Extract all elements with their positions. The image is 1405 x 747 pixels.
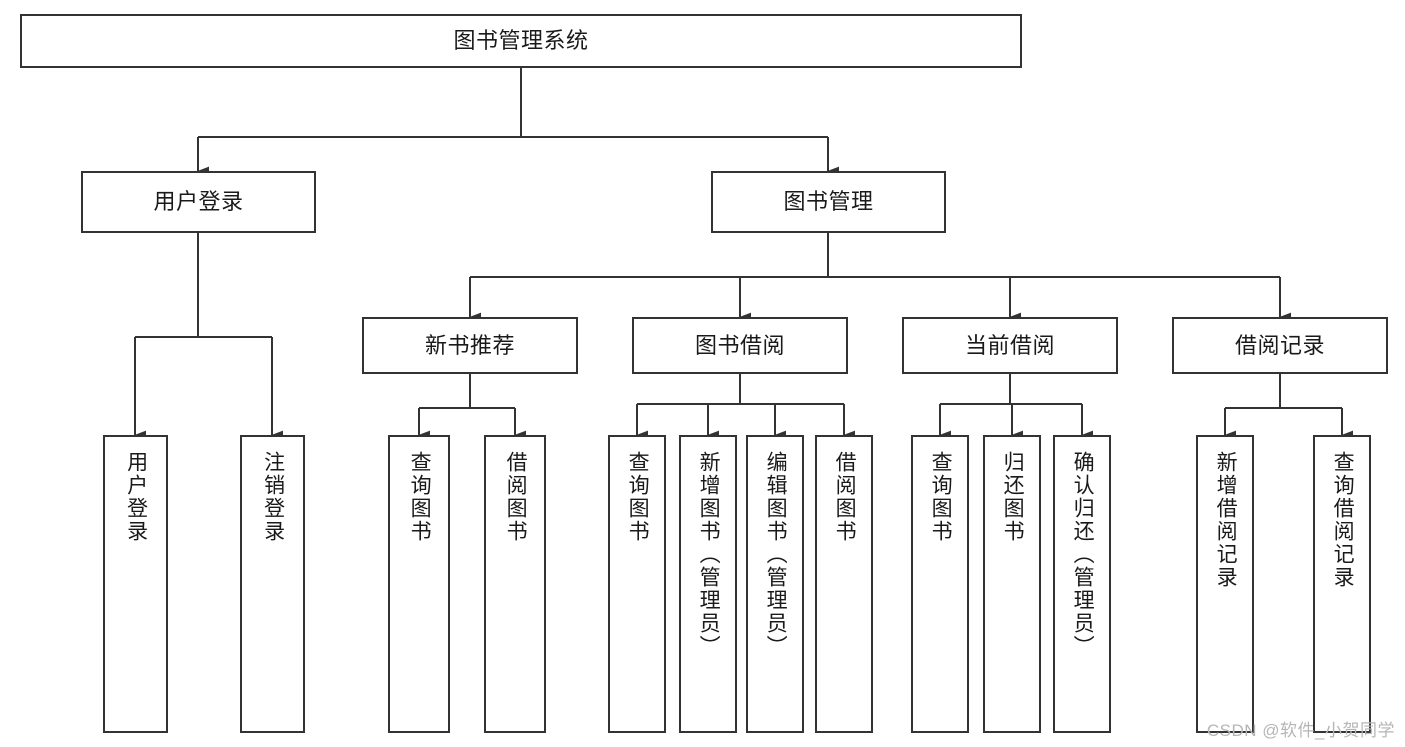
node-label-leaf-recommend-query: 查询图书 bbox=[408, 451, 432, 543]
node-borrow-record[interactable]: 借阅记录 bbox=[1172, 317, 1388, 374]
node-current-borrow[interactable]: 当前借阅 bbox=[902, 317, 1118, 374]
node-book-borrow[interactable]: 图书借阅 bbox=[632, 317, 848, 374]
node-label-leaf-record-add: 新增借阅记录 bbox=[1214, 451, 1238, 589]
node-leaf-borrow-lend[interactable]: 借阅图书 bbox=[815, 435, 873, 733]
node-leaf-current-confirm[interactable]: 确认归还（管理员） bbox=[1053, 435, 1111, 733]
node-label-leaf-user-login: 用户登录 bbox=[124, 451, 148, 543]
node-label-leaf-current-return: 归还图书 bbox=[1001, 451, 1025, 543]
node-label-book-manage: 图书管理 bbox=[783, 189, 874, 215]
node-leaf-record-add[interactable]: 新增借阅记录 bbox=[1196, 435, 1254, 733]
node-label-leaf-current-confirm: 确认归还（管理员） bbox=[1071, 451, 1095, 658]
node-label-root: 图书管理系统 bbox=[453, 28, 589, 54]
node-leaf-current-return[interactable]: 归还图书 bbox=[983, 435, 1041, 733]
node-label-leaf-recommend-borrow: 借阅图书 bbox=[504, 451, 528, 543]
node-leaf-recommend-query[interactable]: 查询图书 bbox=[388, 435, 450, 733]
node-leaf-user-login[interactable]: 用户登录 bbox=[103, 435, 168, 733]
node-leaf-borrow-edit[interactable]: 编辑图书（管理员） bbox=[746, 435, 804, 733]
node-label-leaf-borrow-lend: 借阅图书 bbox=[833, 451, 857, 543]
node-label-book-borrow: 图书借阅 bbox=[694, 332, 785, 358]
node-leaf-user-logout[interactable]: 注销登录 bbox=[240, 435, 305, 733]
node-label-leaf-borrow-add: 新增图书（管理员） bbox=[697, 451, 721, 658]
watermark-text: CSDN @软件_小贺同学 bbox=[1206, 721, 1395, 740]
connector-edges bbox=[134, 68, 1353, 440]
node-label-current-borrow: 当前借阅 bbox=[964, 332, 1055, 358]
node-new-book-recommend[interactable]: 新书推荐 bbox=[362, 317, 578, 374]
node-leaf-borrow-add[interactable]: 新增图书（管理员） bbox=[679, 435, 737, 733]
node-label-user-login: 用户登录 bbox=[153, 189, 244, 215]
node-leaf-record-query[interactable]: 查询借阅记录 bbox=[1313, 435, 1371, 733]
node-book-manage[interactable]: 图书管理 bbox=[711, 171, 946, 233]
node-leaf-current-query[interactable]: 查询图书 bbox=[911, 435, 969, 733]
node-label-borrow-record: 借阅记录 bbox=[1234, 332, 1325, 358]
node-label-leaf-borrow-query: 查询图书 bbox=[626, 451, 650, 543]
node-user-login[interactable]: 用户登录 bbox=[81, 171, 316, 233]
node-leaf-borrow-query[interactable]: 查询图书 bbox=[608, 435, 666, 733]
node-leaf-recommend-borrow[interactable]: 借阅图书 bbox=[484, 435, 546, 733]
node-label-leaf-borrow-edit: 编辑图书（管理员） bbox=[764, 451, 788, 658]
node-label-new-book-recommend: 新书推荐 bbox=[424, 332, 515, 358]
node-root[interactable]: 图书管理系统 bbox=[20, 14, 1022, 68]
node-label-leaf-current-query: 查询图书 bbox=[929, 451, 953, 543]
node-label-leaf-user-logout: 注销登录 bbox=[261, 451, 285, 543]
node-label-leaf-record-query: 查询借阅记录 bbox=[1331, 451, 1355, 589]
